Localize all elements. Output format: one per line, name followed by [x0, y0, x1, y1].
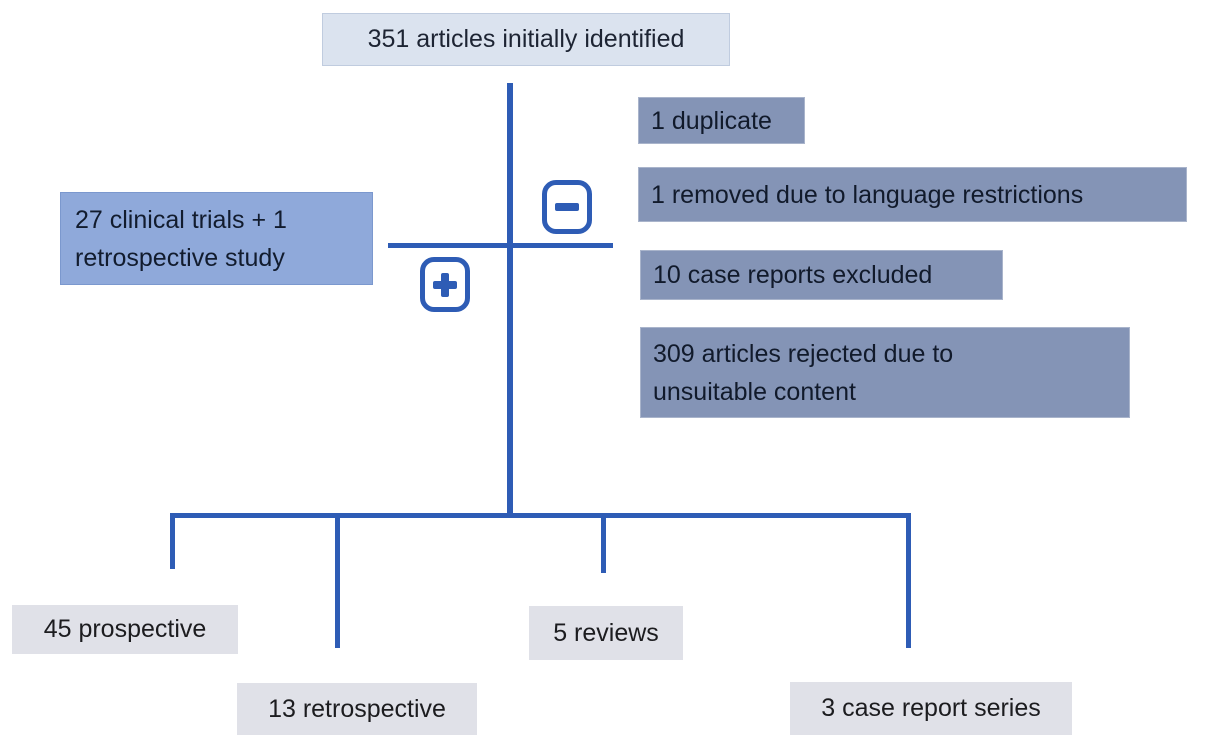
excluded-unsuitable-line1: 309 articles rejected due to	[653, 339, 954, 368]
result-reviews-box: 5 reviews	[529, 606, 683, 660]
result-case-report-series-label: 3 case report series	[821, 694, 1041, 722]
main-vertical-line	[507, 83, 513, 516]
excluded-duplicate-label: 1 duplicate	[651, 106, 772, 135]
excluded-language-label: 1 removed due to language restrictions	[651, 180, 1084, 209]
branch-horizontal-line	[170, 513, 911, 518]
initial-articles-box: 351 articles initially identified	[322, 13, 730, 66]
result-prospective-box: 45 prospective	[12, 605, 238, 654]
result-retrospective-label: 13 retrospective	[268, 694, 446, 723]
included-studies-line2: retrospective study	[75, 243, 285, 272]
branch-line-prospective	[170, 513, 175, 569]
excluded-unsuitable-line2: unsuitable content	[653, 377, 856, 406]
result-retrospective-box: 13 retrospective	[237, 683, 477, 735]
excluded-language-box: 1 removed due to language restrictions	[638, 167, 1187, 222]
exclusion-horizontal-line	[388, 243, 613, 248]
excluded-unsuitable-box: 309 articles rejected due to unsuitable …	[640, 327, 1130, 418]
minus-icon	[542, 180, 592, 234]
result-case-report-series-box: 3 case report series	[790, 682, 1072, 735]
excluded-duplicate-box: 1 duplicate	[638, 97, 805, 144]
included-studies-line1: 27 clinical trials + 1	[75, 205, 287, 234]
initial-articles-label: 351 articles initially identified	[367, 25, 685, 53]
minus-bar	[555, 203, 579, 211]
included-studies-box: 27 clinical trials + 1 retrospective stu…	[60, 192, 373, 285]
excluded-case-reports-box: 10 case reports excluded	[640, 250, 1003, 300]
plus-bar-vertical	[441, 272, 449, 297]
branch-line-reviews	[601, 516, 606, 573]
result-reviews-label: 5 reviews	[553, 618, 659, 647]
plus-icon	[420, 257, 470, 312]
result-prospective-label: 45 prospective	[43, 615, 207, 643]
branch-line-retrospective	[335, 513, 340, 648]
branch-line-case-report-series	[906, 513, 911, 648]
excluded-case-reports-label: 10 case reports excluded	[653, 261, 933, 289]
